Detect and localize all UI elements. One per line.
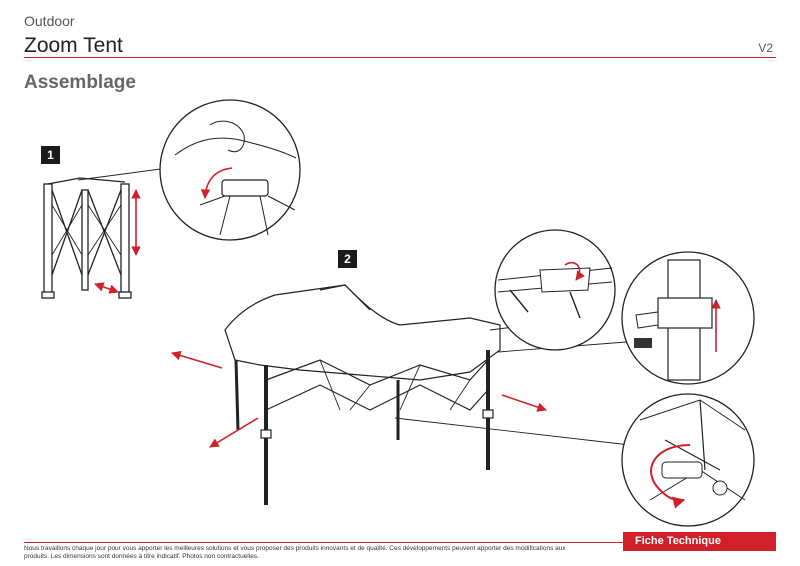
step2-arrows xyxy=(171,350,547,448)
detail-circle-leg-lock xyxy=(621,251,755,385)
version-label: V2 xyxy=(758,41,773,55)
callout-line xyxy=(77,167,169,181)
detail-circle-crank xyxy=(621,393,755,527)
detail-circle-strap xyxy=(494,229,616,351)
header-divider xyxy=(24,57,776,58)
footer-divider xyxy=(24,542,624,543)
fiche-technique-badge: Fiche Technique xyxy=(623,532,776,551)
series-label: Outdoor xyxy=(24,13,75,29)
section-title: Assemblage xyxy=(24,72,136,93)
detail-circle-top-connector xyxy=(159,99,301,241)
step1-arrows xyxy=(94,189,141,294)
step-number-2: 2 xyxy=(338,250,357,268)
folded-frame-drawing xyxy=(41,177,132,299)
footer-disclaimer: Nous travaillons chaque jour pour vous a… xyxy=(24,545,566,560)
step-number-1: 1 xyxy=(41,146,60,164)
product-title: Zoom Tent xyxy=(24,34,123,57)
tent-drawing xyxy=(224,284,501,505)
